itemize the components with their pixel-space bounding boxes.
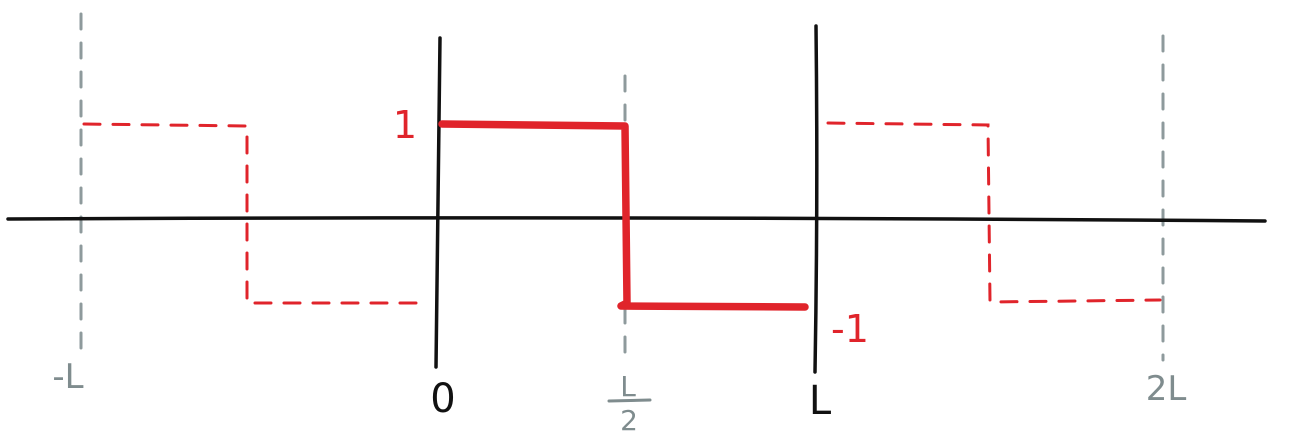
square-wave-period — [438, 120, 809, 311]
extension-right — [826, 121, 1162, 304]
label-half-numerator: L — [620, 370, 636, 403]
vertical-line-zero — [434, 36, 442, 369]
guide-lines — [79, 12, 1165, 364]
extension-left — [82, 122, 422, 305]
label-half-fraction-bar — [607, 398, 652, 403]
label-x-zero: 0 — [430, 376, 455, 422]
label-x-2L: 2L — [1146, 369, 1187, 409]
label-half-denominator: 2 — [620, 404, 638, 437]
label-y-neg: -1 — [831, 307, 869, 351]
label-x-L: L — [809, 378, 832, 424]
label-y-pos: 1 — [393, 103, 417, 147]
x-axis — [6, 216, 1267, 223]
periodic-extension — [82, 121, 1162, 305]
vertical-line-L — [813, 24, 819, 374]
label-x-neg-L: -L — [52, 357, 83, 397]
label-x-half-L: L 2 — [607, 370, 652, 437]
